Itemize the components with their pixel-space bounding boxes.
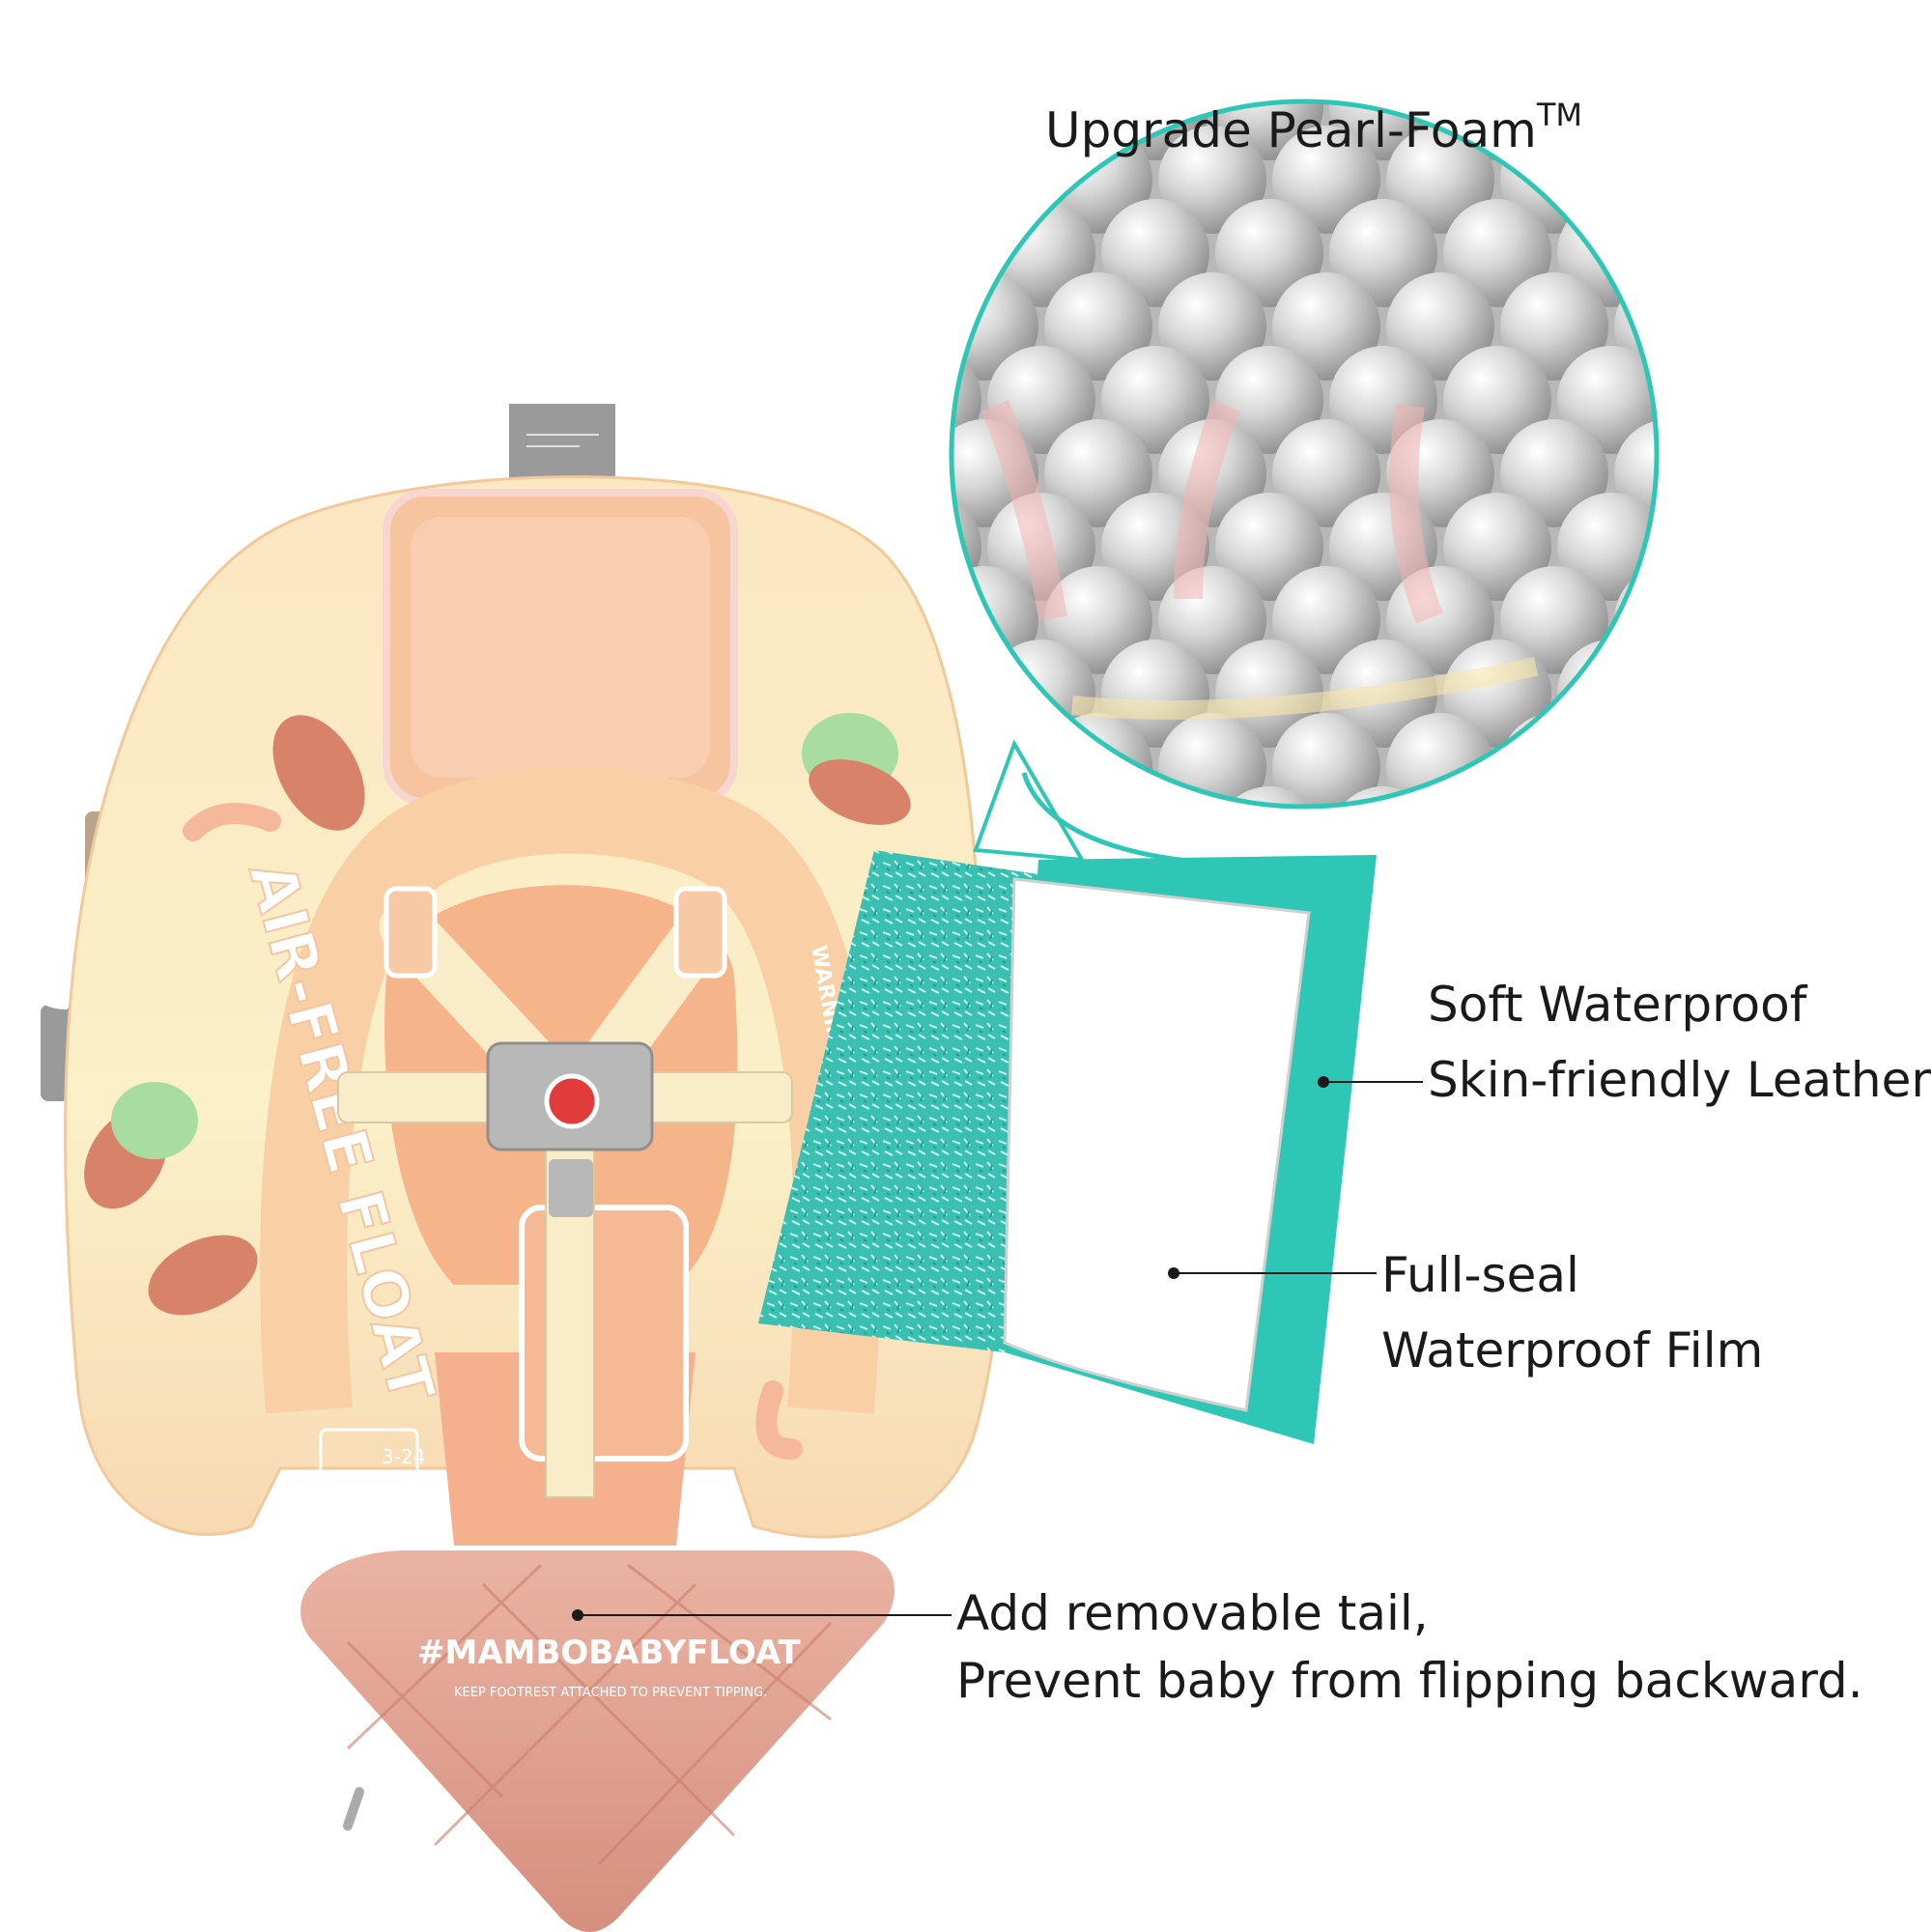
tail-callout-line1: Add removable tail,	[956, 1585, 1429, 1641]
foam-ball	[1500, 566, 1608, 674]
foam-ball	[1101, 639, 1209, 748]
foam-ball	[1728, 272, 1836, 381]
film-callout-line1: Full-seal	[1381, 1247, 1579, 1303]
foam-ball	[1215, 493, 1323, 601]
tail-callout: Add removable tail, Prevent baby from fl…	[956, 1584, 1863, 1719]
foam-layer	[758, 850, 1038, 1352]
tail-quilting	[346, 1563, 833, 1866]
foam-ball	[1101, 199, 1209, 307]
foam-ball	[1728, 126, 1836, 234]
foam-ball	[952, 199, 981, 307]
leather-callout-line1: Soft Waterproof	[1428, 977, 1807, 1033]
foam-ball	[1614, 713, 1657, 807]
foam-ball	[952, 101, 981, 160]
foam-ball	[1671, 199, 1779, 307]
foam-ball	[1443, 346, 1551, 454]
buckle-release-button	[544, 1073, 600, 1129]
foam-ball	[1044, 566, 1152, 674]
foam-ball	[1557, 786, 1657, 807]
foam-ball	[1272, 126, 1380, 234]
foam-ball	[1671, 639, 1779, 748]
foam-ball	[1044, 272, 1152, 381]
foam-ball	[1500, 419, 1608, 527]
tail-brand-text: #MAMBOBABYFLOAT	[417, 1634, 802, 1672]
foam-ball	[1329, 199, 1437, 307]
hang-tag	[509, 404, 615, 481]
foam-ball	[1443, 786, 1551, 807]
pistachio-decoration	[111, 1082, 198, 1159]
title-text: Upgrade Pearl-Foam	[1045, 102, 1537, 158]
pearl-foam-title: Upgrade Pearl-FoamTM	[1045, 97, 1582, 159]
foam-ball	[1614, 126, 1657, 234]
magnifier-circle	[949, 99, 1660, 810]
layer-cross-section	[758, 850, 1377, 1444]
foam-ball	[1272, 272, 1380, 381]
almond-decoration	[148, 1235, 258, 1316]
foam-ball	[1443, 199, 1551, 307]
foam-ball	[1557, 639, 1657, 748]
foam-ball	[1215, 346, 1323, 454]
foam-ball	[1386, 272, 1494, 381]
foam-ball	[1101, 346, 1209, 454]
foam-ball	[1386, 126, 1494, 234]
film-callout-line2: Waterproof Film	[1381, 1322, 1764, 1378]
baby-float: WARNING! AIR-FREE FLOAT 3-24	[33, 404, 1003, 1932]
foam-ball	[1272, 419, 1380, 527]
foam-ball	[1215, 639, 1323, 748]
film-callout: Full-seal Waterproof Film	[1381, 1246, 1763, 1397]
foam-ball	[1728, 566, 1836, 674]
foam-ball	[1386, 713, 1494, 807]
foam-ball	[1044, 713, 1152, 807]
foam-ball	[952, 126, 1038, 234]
tail-callout-line2: Prevent baby from flipping backward.	[956, 1653, 1863, 1709]
foam-ball	[1614, 419, 1657, 527]
foam-ball	[1215, 199, 1323, 307]
waterproof-film-layer	[1003, 877, 1311, 1412]
leather-callout-line2: Skin-friendly Leather	[1428, 1052, 1931, 1108]
age-badge	[319, 1428, 419, 1486]
foam-ball	[1158, 126, 1266, 234]
foam-ball	[1215, 101, 1323, 160]
foam-ball	[1500, 272, 1608, 381]
foam-ball	[1728, 713, 1836, 821]
foam-ball	[1443, 493, 1551, 601]
foam-ball	[1557, 346, 1657, 454]
foam-ball	[1500, 713, 1608, 807]
foam-ball	[1044, 419, 1152, 527]
trademark-mark: TM	[1536, 97, 1582, 133]
foam-ball	[1158, 272, 1266, 381]
callout-leaders	[572, 1076, 1423, 1621]
leather-callout: Soft Waterproof Skin-friendly Leather	[1428, 976, 1931, 1126]
foam-ball	[1272, 713, 1380, 807]
almond-decoration	[809, 759, 911, 825]
foam-ball	[1671, 346, 1779, 454]
age-badge-text: 3-24	[382, 1445, 425, 1468]
tail-warning-text: KEEP FOOTREST ATTACHED TO PREVENT TIPPIN…	[454, 1686, 767, 1700]
foam-ball	[1272, 566, 1380, 674]
almond-decoration	[272, 715, 365, 831]
pearl-foam-magnifier	[949, 52, 1836, 895]
foam-ball	[1728, 419, 1836, 527]
foam-ball	[1671, 493, 1779, 601]
foam-ball	[1671, 786, 1779, 895]
removable-tail	[300, 1550, 895, 1932]
foam-ball	[1671, 52, 1779, 160]
foam-ball	[987, 639, 1095, 748]
